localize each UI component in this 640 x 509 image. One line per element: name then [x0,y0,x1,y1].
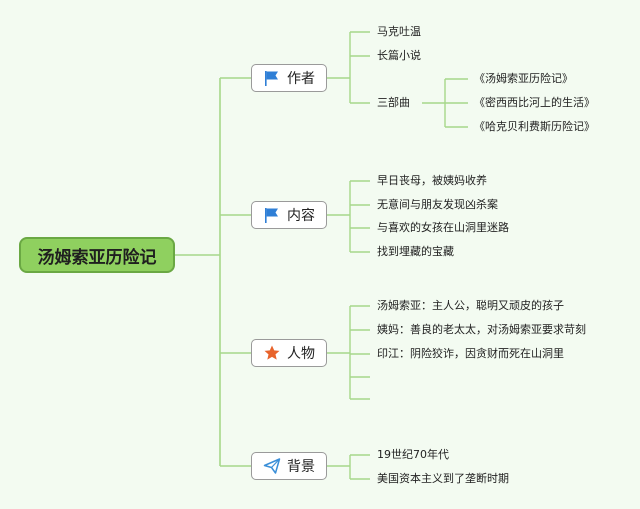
leaf-background-1[interactable]: 19世纪70年代 [377,448,449,461]
branch-characters[interactable]: 人物 [251,339,327,367]
send-icon [263,457,281,475]
leaf-author-name[interactable]: 马克吐温 [377,25,421,38]
leaf-trilogy-book-3[interactable]: 《哈克贝利费斯历险记》 [474,120,595,133]
flag-icon [263,69,281,87]
leaf-character-2[interactable]: 姨妈：善良的老太太，对汤姆索亚要求苛刻 [377,323,586,336]
root-topic[interactable]: 汤姆索亚历险记 [19,237,175,273]
branch-author[interactable]: 作者 [251,64,327,92]
leaf-content-3[interactable]: 与喜欢的女孩在山洞里迷路 [377,221,509,234]
leaf-genre[interactable]: 长篇小说 [377,49,421,62]
leaf-character-1[interactable]: 汤姆索亚：主人公，聪明又顽皮的孩子 [377,299,564,312]
leaf-content-1[interactable]: 早日丧母，被姨妈收养 [377,174,487,187]
star-icon [263,344,281,362]
leaf-trilogy-book-1[interactable]: 《汤姆索亚历险记》 [474,72,573,85]
leaf-content-2[interactable]: 无意间与朋友发现凶杀案 [377,198,498,211]
branch-label: 内容 [287,208,315,224]
branch-background[interactable]: 背景 [251,452,327,480]
leaf-character-3[interactable]: 印江：阴险狡诈，因贪财而死在山洞里 [377,347,564,360]
branch-label: 人物 [287,346,315,362]
leaf-background-2[interactable]: 美国资本主义到了垄断时期 [377,472,509,485]
flag-icon [263,206,281,224]
branch-label: 作者 [287,71,315,87]
leaf-trilogy-book-2[interactable]: 《密西西比河上的生活》 [474,96,595,109]
branch-label: 背景 [287,459,315,475]
leaf-content-4[interactable]: 找到埋藏的宝藏 [377,245,454,258]
branch-content[interactable]: 内容 [251,201,327,229]
leaf-trilogy[interactable]: 三部曲 [377,96,410,109]
